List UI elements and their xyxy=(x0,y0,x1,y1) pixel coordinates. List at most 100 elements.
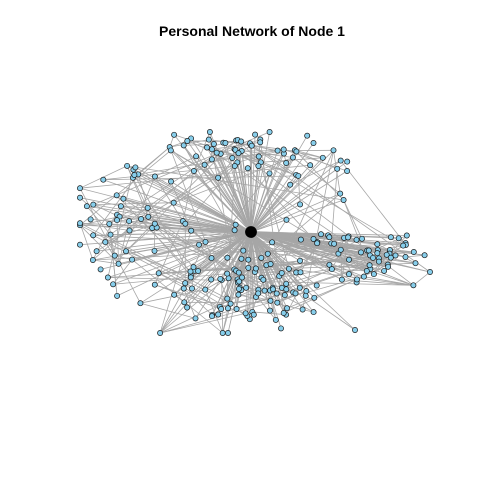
edge-alter xyxy=(116,195,191,272)
edge-alter xyxy=(103,165,235,181)
alter-node-145 xyxy=(267,297,274,304)
alter-node-225 xyxy=(255,290,262,297)
edge-alter xyxy=(269,150,334,291)
alter-node-263 xyxy=(229,155,236,161)
edge-ego-249 xyxy=(250,151,297,233)
edge-alter xyxy=(104,241,119,265)
edge-alter xyxy=(86,205,111,235)
alter-node-192 xyxy=(235,291,242,298)
alter-node-162 xyxy=(258,254,265,261)
alter-node-72 xyxy=(266,170,273,177)
alter-node-55 xyxy=(181,299,188,306)
alter-node-89 xyxy=(346,271,352,278)
edge-alter xyxy=(137,174,149,209)
edge-alter xyxy=(125,250,191,278)
edge-ego-258 xyxy=(170,150,252,233)
alter-node-67 xyxy=(395,235,402,242)
alter-node-231 xyxy=(267,261,274,267)
alter-node-207 xyxy=(272,316,279,323)
alter-node-221 xyxy=(235,285,242,292)
edge-alter xyxy=(413,271,431,286)
edge-alter xyxy=(120,205,148,209)
alter-node-81 xyxy=(124,162,131,169)
alter-node-257 xyxy=(245,256,252,263)
alter-node-169 xyxy=(311,294,318,301)
alter-node-269 xyxy=(243,284,250,291)
alter-node-125 xyxy=(344,158,351,165)
alter-node-132 xyxy=(110,281,117,288)
alter-node-52 xyxy=(126,218,133,225)
edge-alter xyxy=(285,272,301,290)
alter-node-91 xyxy=(337,246,344,253)
alter-node-142 xyxy=(77,241,83,248)
alter-node-158 xyxy=(117,203,124,210)
alter-node-87 xyxy=(120,195,127,202)
edge-alter xyxy=(248,253,268,261)
edge-alter xyxy=(126,165,149,217)
edge-alter xyxy=(204,289,224,334)
alter-node-128 xyxy=(346,256,352,263)
alter-node-253 xyxy=(235,269,242,276)
alter-node-234 xyxy=(302,292,309,299)
alter-node-102 xyxy=(111,252,118,259)
center-node-1 xyxy=(245,226,257,238)
alter-node-46 xyxy=(201,161,208,168)
alter-node-276 xyxy=(168,178,174,185)
alter-node-279 xyxy=(318,231,324,238)
alter-node-99 xyxy=(365,247,372,254)
alter-node-243 xyxy=(151,220,158,227)
alter-node-252 xyxy=(360,273,367,280)
alter-node-163 xyxy=(184,138,191,144)
alter-node-251 xyxy=(421,252,428,259)
edge-alter xyxy=(114,255,133,260)
alter-node-182 xyxy=(297,269,304,276)
edge-alter xyxy=(259,139,285,314)
alter-node-144 xyxy=(187,268,194,275)
edge-alter xyxy=(79,224,119,265)
edge-alter xyxy=(112,259,133,285)
edge-alter xyxy=(209,131,213,160)
edge-ego-263 xyxy=(231,157,252,233)
alter-node-230 xyxy=(77,185,83,192)
alter-node-202 xyxy=(126,227,133,234)
alter-node-205 xyxy=(330,147,337,154)
edge-alter xyxy=(235,224,375,275)
edge-alter xyxy=(405,254,425,258)
edge-alter xyxy=(183,143,214,146)
alter-node-266 xyxy=(260,276,267,283)
alter-node-112 xyxy=(267,307,273,314)
alter-node-270 xyxy=(102,239,109,246)
edge-alter xyxy=(255,268,282,274)
alter-node-262 xyxy=(284,305,290,312)
alter-node-23 xyxy=(307,162,314,169)
edge-alter xyxy=(340,160,407,246)
edge-alter xyxy=(107,277,414,286)
alter-node-51 xyxy=(206,129,213,135)
edge-alter xyxy=(272,241,378,251)
alter-node-213 xyxy=(190,264,197,271)
alter-node-151 xyxy=(345,234,351,241)
edge-alter xyxy=(120,205,157,228)
alter-node-261 xyxy=(257,139,264,146)
alter-node-79 xyxy=(402,254,409,260)
edge-alter xyxy=(173,157,294,204)
edge-ego-194 xyxy=(195,231,252,319)
alter-node-179 xyxy=(215,311,222,318)
alter-node-48 xyxy=(138,216,145,222)
alter-node-223 xyxy=(381,267,388,274)
alter-node-246 xyxy=(366,262,373,269)
edge-ego-125 xyxy=(250,161,348,233)
alter-node-204 xyxy=(292,290,299,297)
alter-node-2 xyxy=(287,181,294,188)
edge-alter xyxy=(160,311,253,334)
edge-alter xyxy=(141,218,388,265)
alter-node-199 xyxy=(403,232,410,239)
edge-alter xyxy=(348,259,414,286)
alter-node-117 xyxy=(83,203,90,210)
alter-node-197 xyxy=(195,268,202,274)
alter-node-120 xyxy=(289,154,296,161)
alter-node-265 xyxy=(209,146,215,153)
alter-node-196 xyxy=(219,330,226,336)
edge-ego-280 xyxy=(216,152,252,233)
alter-node-164 xyxy=(233,306,240,312)
